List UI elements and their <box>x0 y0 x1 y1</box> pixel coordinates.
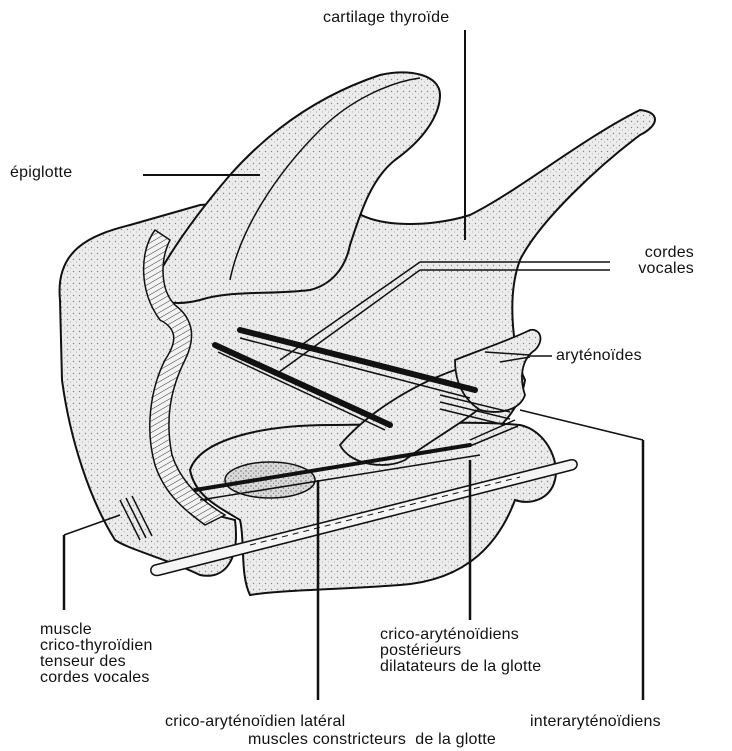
label-vocales-line: vocales <box>560 261 694 277</box>
label-muscles-constricteurs: muscles constricteurs de la glotte <box>248 732 496 748</box>
label-cap-line-1: crico-aryténoïdiens <box>380 627 541 643</box>
label-mct-line-1: muscle <box>40 622 153 638</box>
label-epiglotte: épiglotte <box>10 165 72 181</box>
label-cordes-line: cordes <box>560 245 694 261</box>
label-mct-line-3: tenseur des <box>40 654 153 670</box>
label-arytenoides: aryténoïdes <box>556 348 642 364</box>
label-crico-arytenoidien-lateral: crico-aryténoïdien latéral <box>165 714 345 730</box>
label-muscle-crico-thyroidien: muscle crico-thyroïdien tenseur des cord… <box>40 622 153 686</box>
label-cordes-vocales: cordes vocales <box>560 245 694 277</box>
label-cap-line-2: postérieurs <box>380 643 541 659</box>
label-interarytenoidiens: interaryténoïdiens <box>530 714 661 730</box>
label-mct-line-2: crico-thyroïdien <box>40 638 153 654</box>
label-cap-line-3: dilatateurs de la glotte <box>380 659 541 675</box>
label-cartilage-thyroide: cartilage thyroïde <box>323 10 449 26</box>
label-mct-line-4: cordes vocales <box>40 670 153 686</box>
cricoid-inner-shadow <box>225 462 315 498</box>
label-crico-arytenoidiens-posterieurs: crico-aryténoïdiens postérieurs dilatate… <box>380 627 541 675</box>
